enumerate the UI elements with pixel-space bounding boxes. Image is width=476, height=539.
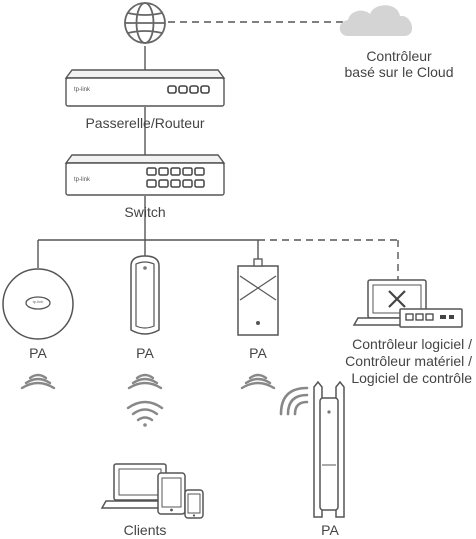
cloud-label-line1: Contrôleur bbox=[366, 48, 432, 64]
wall-access-point bbox=[237, 258, 279, 336]
outdoor-access-point bbox=[130, 255, 160, 335]
switch-brand-logo: tp-link bbox=[74, 177, 91, 183]
router-brand-logo: tp-link bbox=[74, 87, 91, 93]
connections bbox=[37, 21, 399, 280]
ap-ceiling-brand: tp-link bbox=[32, 299, 44, 304]
controller-label-line1: Contrôleur logiciel / bbox=[352, 336, 472, 352]
controller-label-line2: Contrôleur matériel / bbox=[345, 353, 472, 369]
router-device bbox=[64, 69, 226, 107]
signal-icon-ap3 bbox=[240, 373, 276, 390]
ap-mesh-label: PA bbox=[321, 522, 339, 538]
ap-wall-label: PA bbox=[249, 345, 267, 361]
cloud-label-line2: basé sur le Cloud bbox=[344, 64, 454, 80]
client-devices bbox=[100, 463, 204, 519]
clients-label: Clients bbox=[123, 522, 167, 538]
signal-icon-ap2 bbox=[127, 373, 163, 390]
gateway-label: Passerelle/Routeur bbox=[85, 115, 205, 131]
controller-label-line3: Logiciel de contrôle bbox=[351, 370, 472, 386]
tools-icon bbox=[388, 290, 406, 308]
tablet-icon bbox=[157, 472, 186, 515]
ceiling-access-point bbox=[2, 268, 74, 340]
signal-arc-icon bbox=[279, 386, 309, 416]
switch-label: Switch bbox=[124, 204, 166, 220]
phone-icon bbox=[184, 489, 204, 519]
cloud-icon bbox=[339, 5, 413, 37]
globe-icon bbox=[124, 2, 166, 44]
switch-device bbox=[64, 154, 226, 196]
signal-icon-ap1 bbox=[20, 373, 56, 390]
controller-devices bbox=[352, 279, 463, 328]
mesh-access-point bbox=[313, 380, 345, 518]
ap-outdoor-label: PA bbox=[136, 345, 154, 361]
wifi-icon bbox=[126, 400, 164, 427]
ap-ceiling-label: PA bbox=[29, 345, 47, 361]
